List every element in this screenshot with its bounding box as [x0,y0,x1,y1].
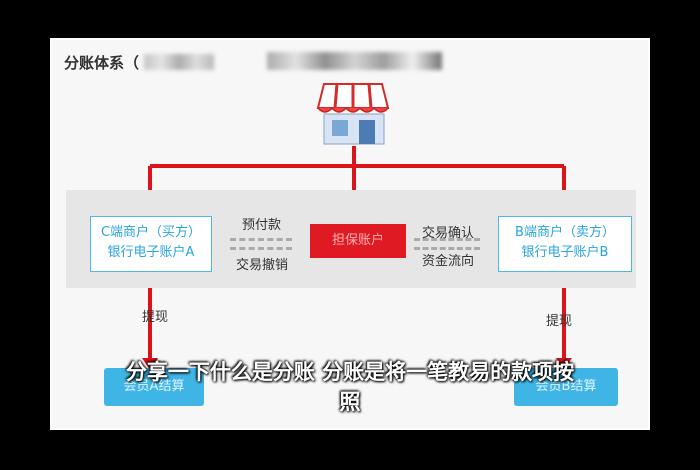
buyer-merchant-node: C端商户（买方） 银行电子账户A [90,216,212,272]
prepay-label: 预付款 [242,218,282,233]
seller-merchant-node: B端商户（卖方） 银行电子账户B [498,216,632,272]
screenshot-frame: 分账体系（ [50,38,650,430]
dash-line [414,247,480,250]
subtitle-line-2: 照 [339,390,361,414]
redacted-text [267,52,442,70]
settle-b-button[interactable]: 会员B结算 [514,368,618,406]
cancel-label: 交易撤销 [236,258,289,273]
dash-line [414,238,480,241]
settle-a-button[interactable]: 会员A结算 [104,368,204,406]
diagram-title: 分账体系（ [64,54,140,72]
escrow-account-node: 担保账户 [310,224,406,258]
dash-line [230,238,292,241]
withdraw-right-label: 提现 [546,314,573,329]
buyer-title: C端商户（买方） [100,225,202,240]
withdraw-left-label: 提现 [142,310,169,325]
seller-title: B端商户（卖方） [515,225,615,240]
subtitle-line-1: 分享一下什么是分账 分账是将一笔教易的款项按 [125,360,575,384]
redacted-text [144,54,214,70]
store-icon [316,83,390,145]
buyer-account: 银行电子账户A [107,245,195,260]
dash-line [230,247,292,250]
seller-account: 银行电子账户B [521,245,609,260]
fund-flow-label: 资金流向 [422,254,475,269]
confirm-label: 交易确认 [422,226,475,241]
